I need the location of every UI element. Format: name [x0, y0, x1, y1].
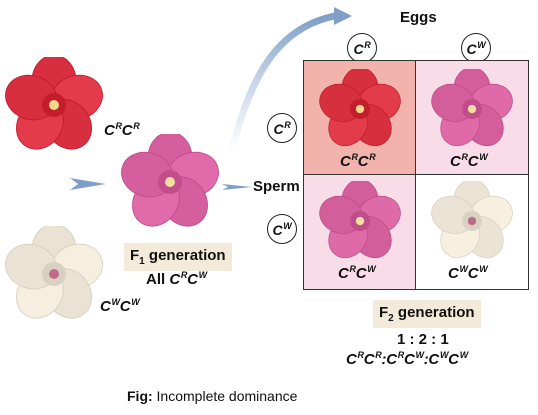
flower-center: [165, 177, 175, 187]
red-flower-icon: [5, 57, 103, 150]
flower-center: [355, 104, 365, 114]
f1-generation-label: F1 generation: [124, 243, 232, 271]
sperm-allele-r: CR: [267, 113, 297, 143]
white-parent-genotype: CWCW: [100, 297, 140, 315]
pink-flower-icon: [121, 134, 219, 227]
f2-ratio-genotypes: CRCR:CRCW:CWCW: [346, 350, 468, 368]
parent-to-f1-arrow: [70, 178, 106, 190]
punnett-cell-rw-bottom: CRCW: [304, 175, 416, 289]
flower-center: [467, 104, 477, 114]
cell-genotype: CRCW: [338, 264, 376, 282]
flower-center: [355, 216, 365, 226]
punnett-cell-rr: CRCR: [304, 61, 416, 175]
flower-center: [467, 216, 477, 226]
f1-all-genotype: All CRCW: [146, 270, 207, 288]
pink-flower-icon: [431, 69, 513, 147]
sperm-allele-w: CW: [267, 214, 297, 244]
punnett-cell-ww: CWCW: [416, 175, 528, 289]
eggs-arrowhead: [334, 7, 352, 25]
white-flower-icon: [431, 181, 513, 259]
flower-center: [49, 269, 59, 279]
sperm-label: Sperm: [253, 178, 300, 195]
cell-genotype: CRCR: [340, 152, 376, 170]
curved-arrow-to-eggs: [228, 12, 339, 154]
f1-to-sperm-arrow: [222, 184, 252, 190]
pink-flower-icon: [319, 181, 401, 259]
egg-allele-w: CW: [461, 33, 491, 63]
egg-allele-r: CR: [347, 33, 377, 63]
f2-ratio: 1 : 2 : 1: [397, 331, 449, 348]
punnett-square: CRCR CRCW CRCW CWCW: [303, 60, 529, 290]
cell-genotype: CWCW: [448, 264, 488, 282]
red-flower-icon: [319, 69, 401, 147]
punnett-cell-rw-top: CRCW: [416, 61, 528, 175]
white-flower-icon: [5, 226, 103, 319]
flower-center: [49, 100, 59, 110]
cell-genotype: CRCW: [450, 152, 488, 170]
figure-caption: Fig: Incomplete dominance: [127, 388, 298, 404]
red-parent-genotype: CRCR: [104, 121, 140, 139]
eggs-label: Eggs: [400, 9, 437, 26]
f2-generation-label: F2 generation: [373, 300, 481, 328]
